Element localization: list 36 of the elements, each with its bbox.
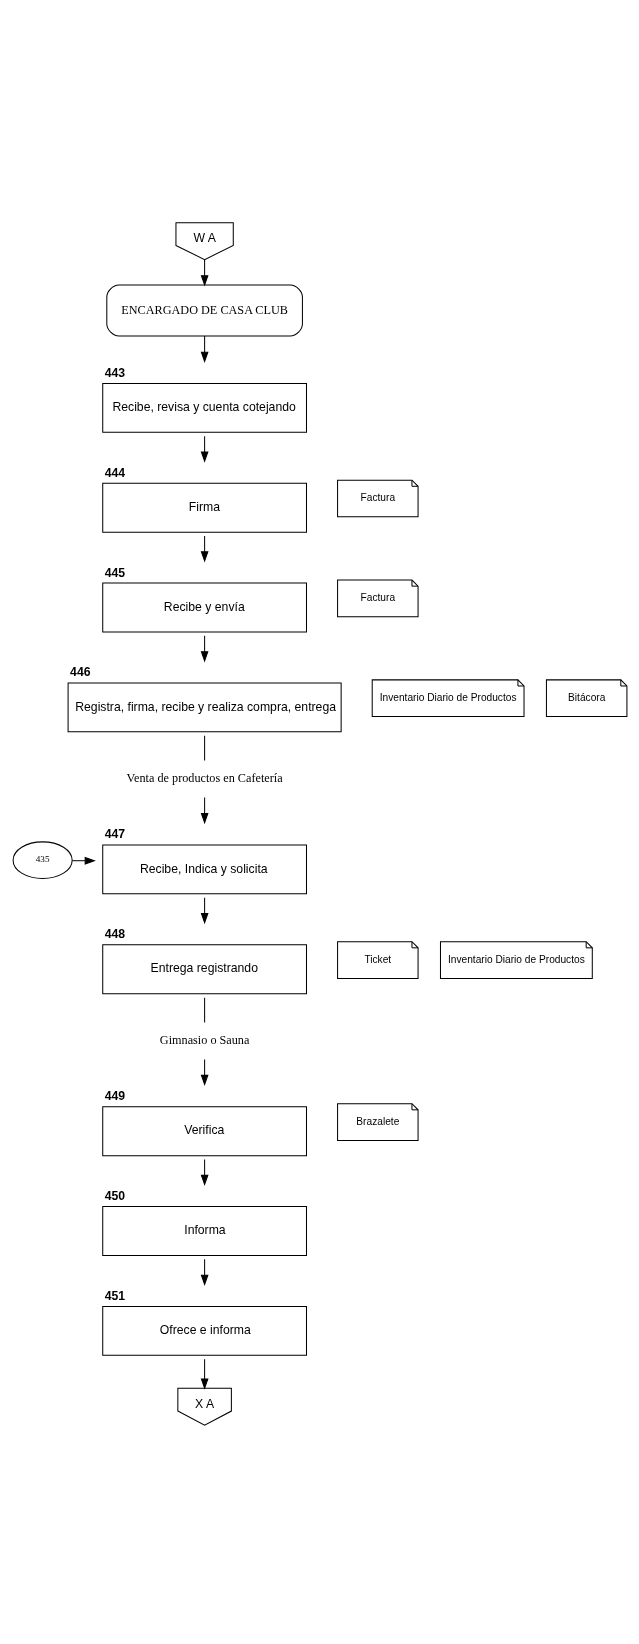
node-label: 449 [104,1089,125,1104]
node-label: 451 [104,1288,125,1303]
node-label: 446 [69,665,91,680]
node-text: Gimnasio o Sauna [159,1033,249,1048]
node-label: 450 [104,1189,125,1204]
node-label: 445 [104,565,125,580]
arrow [200,635,209,663]
arrow [200,1159,209,1187]
node-label: 447 [104,827,125,842]
node-label: 448 [104,927,125,942]
arrow [200,435,209,463]
node-box: Recibe y envía [101,582,307,633]
node-box: Entrega registrando [101,944,307,995]
node-box: Registra, firma, recibe y realiza compra, entrega [67,682,342,733]
node-box: Firma [101,482,307,533]
connector [203,997,205,1023]
node-box: Verifica [101,1106,307,1157]
node-label: 443 [104,365,125,380]
arrow [200,535,209,563]
node-box: Ofrece e informa [101,1305,307,1356]
node-ellipse: 435 [12,841,73,880]
node-box: Recibe, Indica y solicita [101,844,307,895]
node-text: Venta de productos en Cafetería [126,771,283,786]
arrow [200,335,209,363]
node-box: ENCARGADO DE CASA CLUB [105,284,303,337]
arrow [200,897,209,925]
connector [203,735,205,762]
arrow [200,1358,209,1390]
arrow [71,856,96,865]
arrow [200,1258,209,1286]
arrow [200,259,209,287]
arrow [200,1058,209,1087]
node-box: Recibe, revisa y cuenta cotejando [101,382,307,433]
node-label: 444 [104,465,125,480]
arrow [200,797,209,825]
node-box: Informa [101,1206,307,1257]
